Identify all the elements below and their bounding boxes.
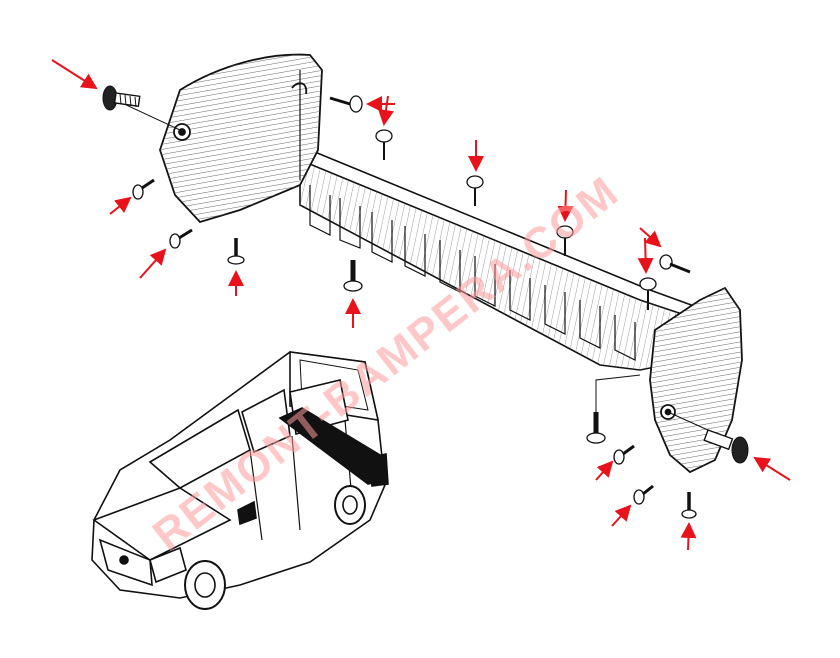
right-end-bolt — [667, 411, 749, 464]
bumper-beam — [299, 149, 706, 371]
left-end-bolt — [102, 85, 181, 131]
screw-icon — [375, 129, 393, 160]
right-bumper-corner — [649, 286, 743, 474]
beam-ribs — [309, 185, 636, 361]
red-arrow-icon — [378, 95, 394, 126]
van-icon — [91, 351, 389, 610]
left-bumper-corner — [159, 53, 323, 224]
red-arrow-icon — [637, 237, 654, 274]
red-arrow-icon — [595, 460, 614, 481]
red-arrow-icon — [753, 456, 791, 481]
red-arrow-icon — [680, 522, 697, 551]
screw-icon — [659, 254, 691, 274]
screw-icon — [466, 175, 484, 206]
screw-icon — [586, 412, 606, 444]
screw-icon — [169, 228, 193, 249]
red-arrow-icon — [139, 248, 167, 279]
red-arrow-icon — [639, 227, 662, 248]
red-arrow-icon — [109, 196, 132, 215]
screw-icon — [227, 238, 245, 265]
screw-icon — [329, 95, 363, 113]
screw-icon — [613, 444, 635, 465]
screw-icon — [681, 492, 697, 519]
screw-icon — [639, 277, 657, 310]
red-arrow-icon — [611, 504, 632, 527]
fasteners — [132, 95, 697, 519]
red-arrows — [51, 59, 791, 551]
screw-icon — [132, 178, 155, 200]
screw-icon — [556, 225, 574, 256]
screw-icon — [633, 484, 654, 505]
red-arrow-icon — [51, 59, 98, 90]
screw-icon — [343, 260, 363, 292]
red-arrow-icon — [557, 189, 574, 222]
bolt-icon — [731, 436, 749, 464]
